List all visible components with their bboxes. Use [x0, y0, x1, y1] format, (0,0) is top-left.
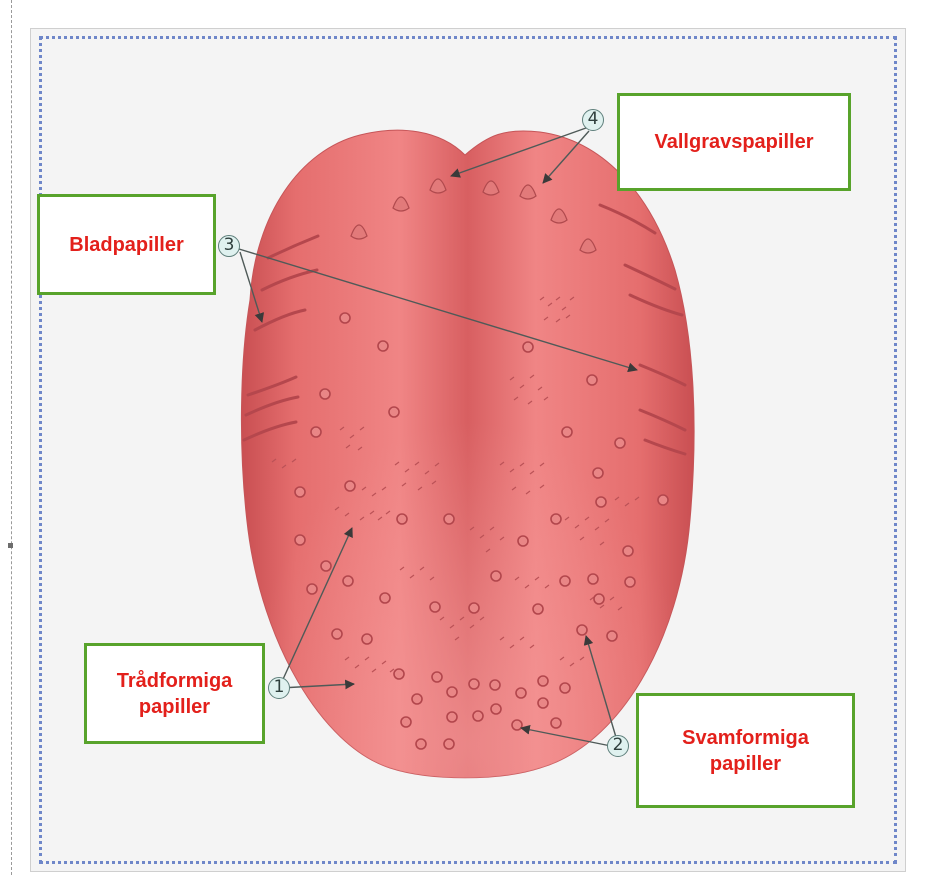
label-svam-line2: papiller [710, 751, 781, 777]
marker-4: 4 [582, 109, 604, 131]
label-trad-line2: papiller [139, 694, 210, 720]
label-svamformiga: Svamformiga papiller [636, 693, 855, 808]
marker-3: 3 [218, 235, 240, 257]
label-blad-text: Bladpapiller [69, 232, 183, 258]
marker-1: 1 [268, 677, 290, 699]
label-vallgrav-text: Vallgravspapiller [655, 129, 814, 155]
marker-2: 2 [607, 735, 629, 757]
label-bladpapiller: Bladpapiller [37, 194, 216, 295]
label-tradformiga: Trådformiga papiller [84, 643, 265, 744]
label-vallgravspapiller: Vallgravspapiller [617, 93, 851, 191]
label-trad-line1: Trådformiga [117, 668, 233, 694]
label-svam-line1: Svamformiga [682, 725, 809, 751]
